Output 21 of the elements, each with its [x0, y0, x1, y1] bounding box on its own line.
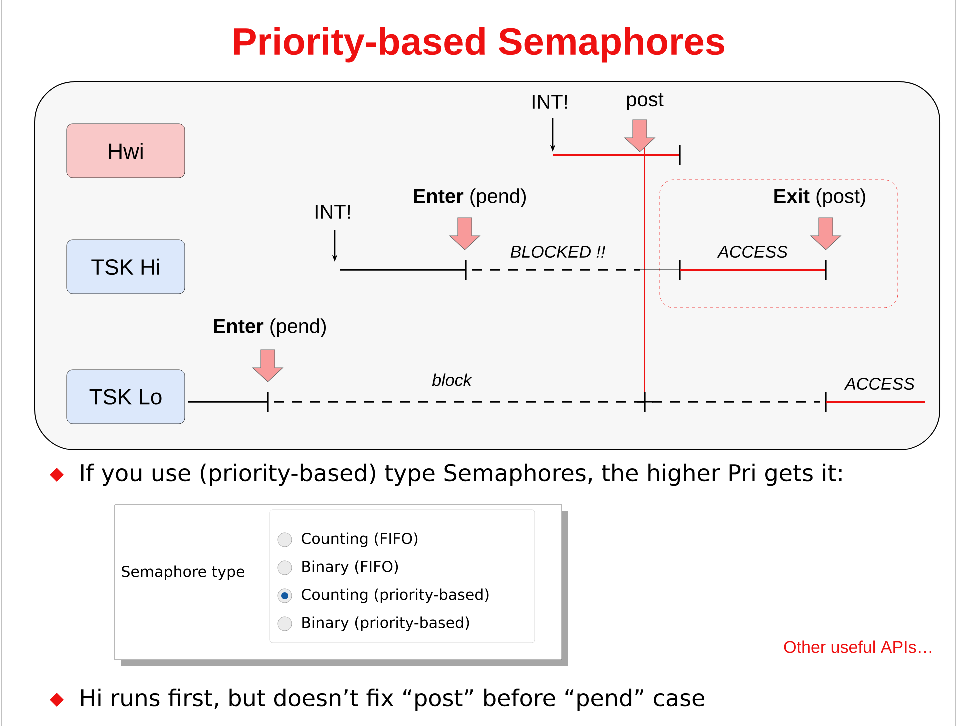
task-box: Hwi: [66, 124, 186, 178]
task-box: TSK Hi: [66, 240, 186, 294]
link-text: Other useful APIs…: [784, 640, 932, 654]
bullet-text: If you use (priority-based) type Semaphores, the higher Pri gets it:: [81, 464, 842, 486]
event-label: Enter (pend): [414, 188, 526, 208]
bullet-text: Hi runs first, but doesn’t fix “post” before “pend” case: [81, 688, 704, 712]
radio-option: Counting (priority-based): [302, 588, 489, 604]
radio-option: Binary (priority-based): [302, 616, 470, 632]
field-label: Semaphore type: [122, 566, 244, 580]
event-label: INT!: [532, 95, 568, 109]
state-label: BLOCKED !!: [510, 246, 606, 258]
task-box: TSK Lo: [66, 370, 186, 424]
state-label: block: [432, 374, 473, 386]
radio-option: Binary (FIFO): [302, 560, 398, 576]
event-label: post: [627, 93, 664, 111]
event-label: Enter (pend): [214, 318, 326, 338]
event-label: INT!: [316, 205, 350, 219]
title: Priority-based Semaphores: [234, 27, 724, 63]
state-label: ACCESS: [844, 378, 915, 390]
radio-option: Counting (FIFO): [302, 532, 418, 548]
access-region: Exit (post) ACCESS: [660, 180, 898, 308]
